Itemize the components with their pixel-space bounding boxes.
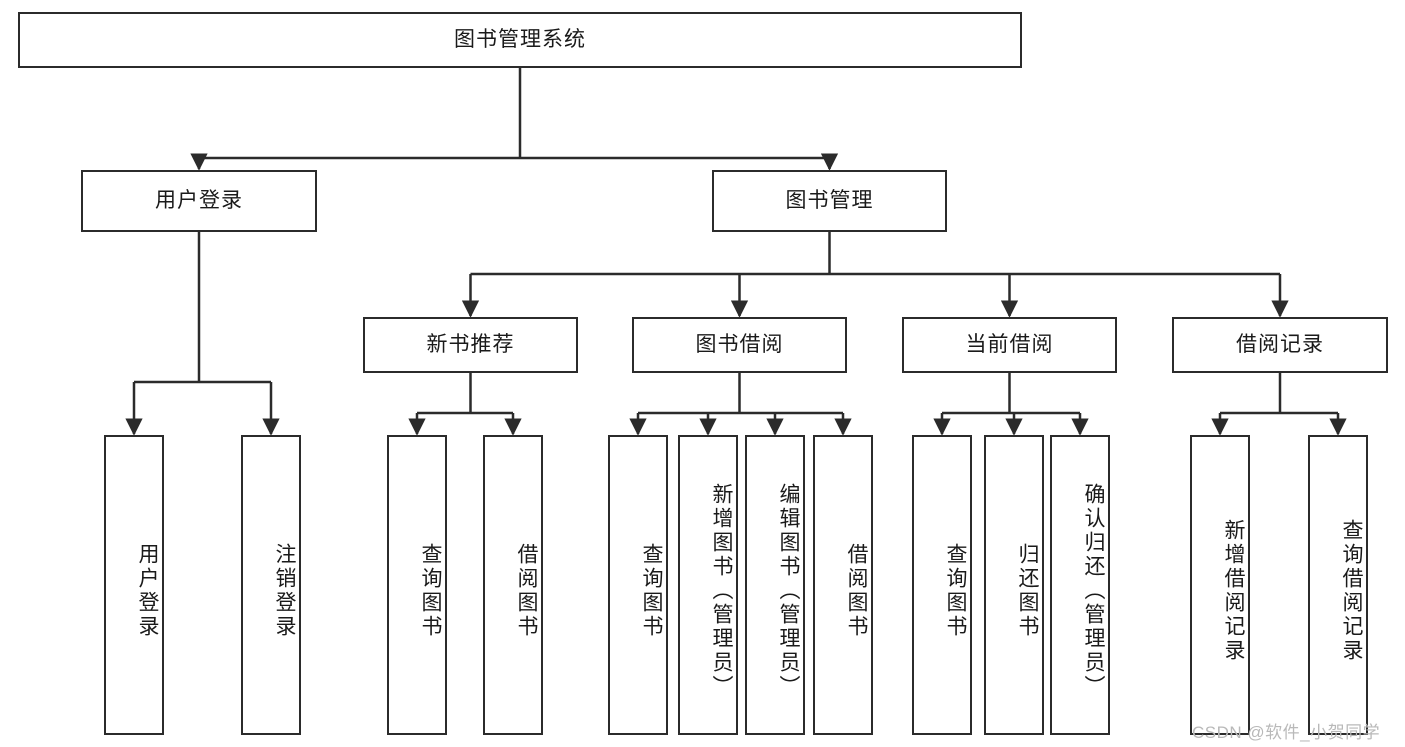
- node-leaf-user-logout-label: 注销登录: [273, 543, 296, 639]
- node-leaf-return-book-label: 归还图书: [1016, 543, 1039, 639]
- node-leaf-add-book-admin-label: 新增图书（管理员）: [710, 483, 733, 699]
- node-user-login-label: 用户登录: [155, 189, 243, 213]
- node-leaf-query-book-current[interactable]: 查询图书: [912, 435, 972, 735]
- node-leaf-query-borrow-record[interactable]: 查询借阅记录: [1308, 435, 1368, 735]
- node-leaf-add-borrow-record-label: 新增借阅记录: [1222, 519, 1245, 663]
- node-leaf-borrow-book-label: 借阅图书: [845, 543, 868, 639]
- node-leaf-add-book-admin[interactable]: 新增图书（管理员）: [678, 435, 738, 735]
- node-leaf-query-book-rec-label: 查询图书: [419, 543, 442, 639]
- node-current-borrow[interactable]: 当前借阅: [902, 317, 1117, 373]
- node-leaf-query-book-borrow-label: 查询图书: [640, 543, 663, 639]
- node-leaf-confirm-return-admin[interactable]: 确认归还（管理员）: [1050, 435, 1110, 735]
- node-leaf-return-book[interactable]: 归还图书: [984, 435, 1044, 735]
- node-leaf-edit-book-admin-label: 编辑图书（管理员）: [777, 483, 800, 699]
- csdn-watermark: CSDN @软件_小贺同学: [1192, 723, 1381, 742]
- node-leaf-query-book-rec[interactable]: 查询图书: [387, 435, 447, 735]
- node-new-book-rec[interactable]: 新书推荐: [363, 317, 578, 373]
- node-leaf-confirm-return-admin-label: 确认归还（管理员）: [1082, 483, 1105, 699]
- node-book-manage-label: 图书管理: [785, 189, 874, 213]
- node-borrow-record[interactable]: 借阅记录: [1172, 317, 1388, 373]
- node-leaf-user-logout[interactable]: 注销登录: [241, 435, 301, 735]
- node-user-login[interactable]: 用户登录: [81, 170, 317, 232]
- node-leaf-borrow-book-rec-label: 借阅图书: [515, 543, 538, 639]
- node-book-manage[interactable]: 图书管理: [712, 170, 947, 232]
- node-borrow-record-label: 借阅记录: [1236, 333, 1324, 357]
- node-current-borrow-label: 当前借阅: [965, 333, 1054, 357]
- node-leaf-query-book-current-label: 查询图书: [944, 543, 967, 639]
- node-leaf-borrow-book-rec[interactable]: 借阅图书: [483, 435, 543, 735]
- node-book-borrow[interactable]: 图书借阅: [632, 317, 847, 373]
- node-leaf-query-book-borrow[interactable]: 查询图书: [608, 435, 668, 735]
- node-leaf-add-borrow-record[interactable]: 新增借阅记录: [1190, 435, 1250, 735]
- node-book-borrow-label: 图书借阅: [695, 333, 784, 357]
- node-leaf-user-login-label: 用户登录: [136, 543, 159, 639]
- node-leaf-edit-book-admin[interactable]: 编辑图书（管理员）: [745, 435, 805, 735]
- node-leaf-borrow-book[interactable]: 借阅图书: [813, 435, 873, 735]
- node-root-label: 图书管理系统: [454, 28, 586, 52]
- node-leaf-user-login[interactable]: 用户登录: [104, 435, 164, 735]
- node-root[interactable]: 图书管理系统: [18, 12, 1022, 68]
- node-new-book-rec-label: 新书推荐: [426, 333, 515, 357]
- node-leaf-query-borrow-record-label: 查询借阅记录: [1340, 519, 1363, 663]
